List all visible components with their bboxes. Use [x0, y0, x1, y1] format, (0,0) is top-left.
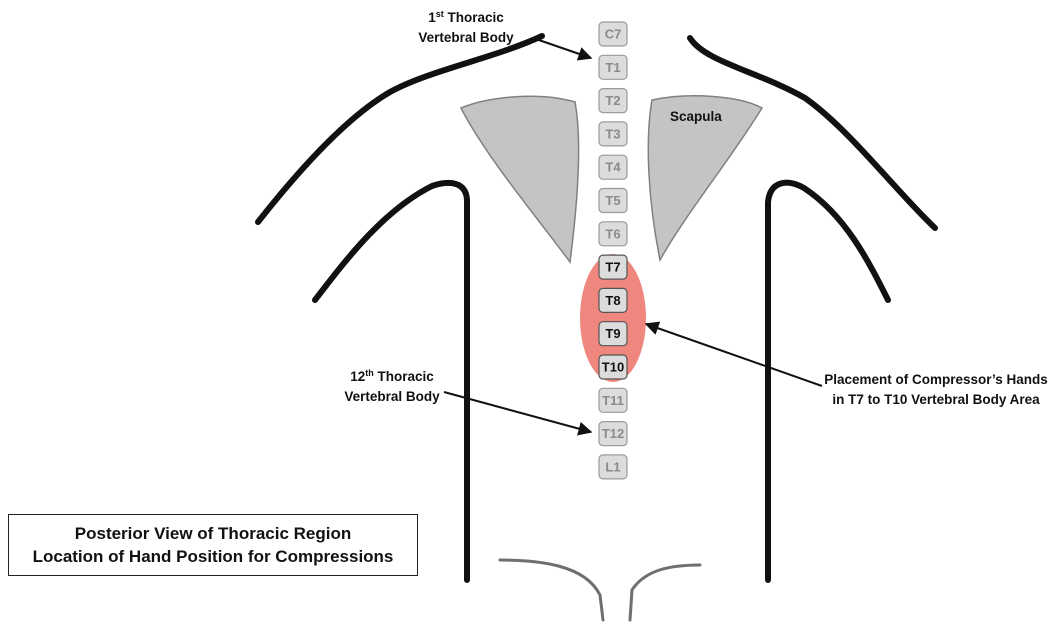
pelvis-outline	[500, 560, 700, 620]
vertebra-label-t8: T8	[605, 293, 620, 308]
vertebra-label-t12: T12	[602, 426, 624, 441]
caption-box: Posterior View of Thoracic Region Locati…	[8, 514, 418, 576]
placement-label-line1: Placement of Compressor’s Hands	[824, 372, 1048, 387]
first-thoracic-label-line2: Vertebral Body	[418, 30, 514, 45]
right-pelvis-curve	[630, 565, 700, 620]
caption-line-1: Posterior View of Thoracic Region	[75, 522, 351, 545]
placement-arrow	[646, 324, 822, 386]
vertebra-label-t11: T11	[602, 393, 624, 408]
vertebra-label-t4: T4	[605, 160, 621, 175]
first-thoracic-superscript: st	[436, 9, 444, 19]
twelfth-thoracic-label-line2: Vertebral Body	[344, 389, 440, 404]
vertebra-label-t5: T5	[605, 193, 620, 208]
scapula-label: Scapula	[670, 109, 722, 124]
vertebra-label-t1: T1	[605, 60, 620, 75]
caption-line-2: Location of Hand Position for Compressio…	[33, 545, 394, 568]
left-pelvis-curve	[500, 560, 603, 620]
left-scapula	[461, 96, 579, 262]
vertebra-label-t7: T7	[605, 260, 620, 275]
twelfth-thoracic-word: Thoracic	[374, 369, 435, 384]
vertebra-label-t2: T2	[605, 93, 620, 108]
vertebra-label-l1: L1	[605, 459, 620, 474]
vertebra-label-t3: T3	[605, 126, 620, 141]
first-thoracic-label: 1st Thoracic	[428, 9, 504, 25]
vertebra-label-t9: T9	[605, 326, 620, 341]
placement-label-line2: in T7 to T10 Vertebral Body Area	[832, 392, 1040, 407]
twelfth-thoracic-number: 12	[350, 369, 365, 384]
vertebra-label-t10: T10	[602, 360, 624, 375]
twelfth-thoracic-superscript: th	[365, 368, 374, 378]
first-thoracic-arrow	[533, 38, 591, 58]
first-thoracic-word: Thoracic	[444, 10, 505, 25]
twelfth-thoracic-label: 12th Thoracic	[350, 368, 434, 384]
vertebra-label-c7: C7	[605, 27, 622, 42]
vertebra-label-t6: T6	[605, 226, 620, 241]
